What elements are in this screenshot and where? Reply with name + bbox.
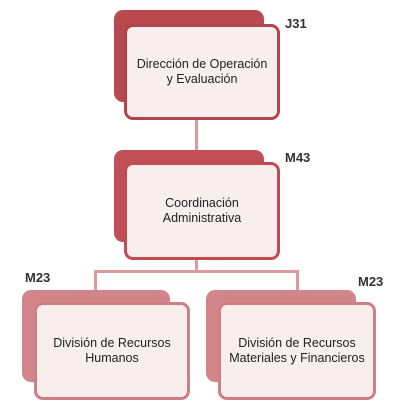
node-recursos-materiales[interactable]: División de Recursos Materiales y Financ… xyxy=(218,302,376,400)
connector-left-drop xyxy=(94,270,97,292)
node-code-coordinacion: M43 xyxy=(285,150,311,165)
node-label-recursos-materiales: División de Recursos Materiales y Financ… xyxy=(229,336,365,365)
node-label-coordinacion: Coordinación Administrativa xyxy=(162,196,242,225)
connector-mid-stem xyxy=(195,259,198,271)
node-code-recursos-materiales: M23 xyxy=(358,274,384,289)
connector-horizontal xyxy=(94,270,299,273)
node-recursos-humanos[interactable]: División de Recursos Humanos xyxy=(34,302,190,400)
connector-right-drop xyxy=(296,270,299,292)
node-code-direccion: J31 xyxy=(285,16,307,31)
node-coordinacion[interactable]: Coordinación Administrativa xyxy=(124,162,280,260)
node-label-direccion: Dirección de Operación y Evaluación xyxy=(136,57,268,86)
node-direccion[interactable]: Dirección de Operación y Evaluación xyxy=(124,24,280,120)
connector-top-to-mid xyxy=(195,118,198,152)
node-label-recursos-humanos: División de Recursos Humanos xyxy=(53,336,171,365)
node-code-recursos-humanos: M23 xyxy=(25,270,51,285)
